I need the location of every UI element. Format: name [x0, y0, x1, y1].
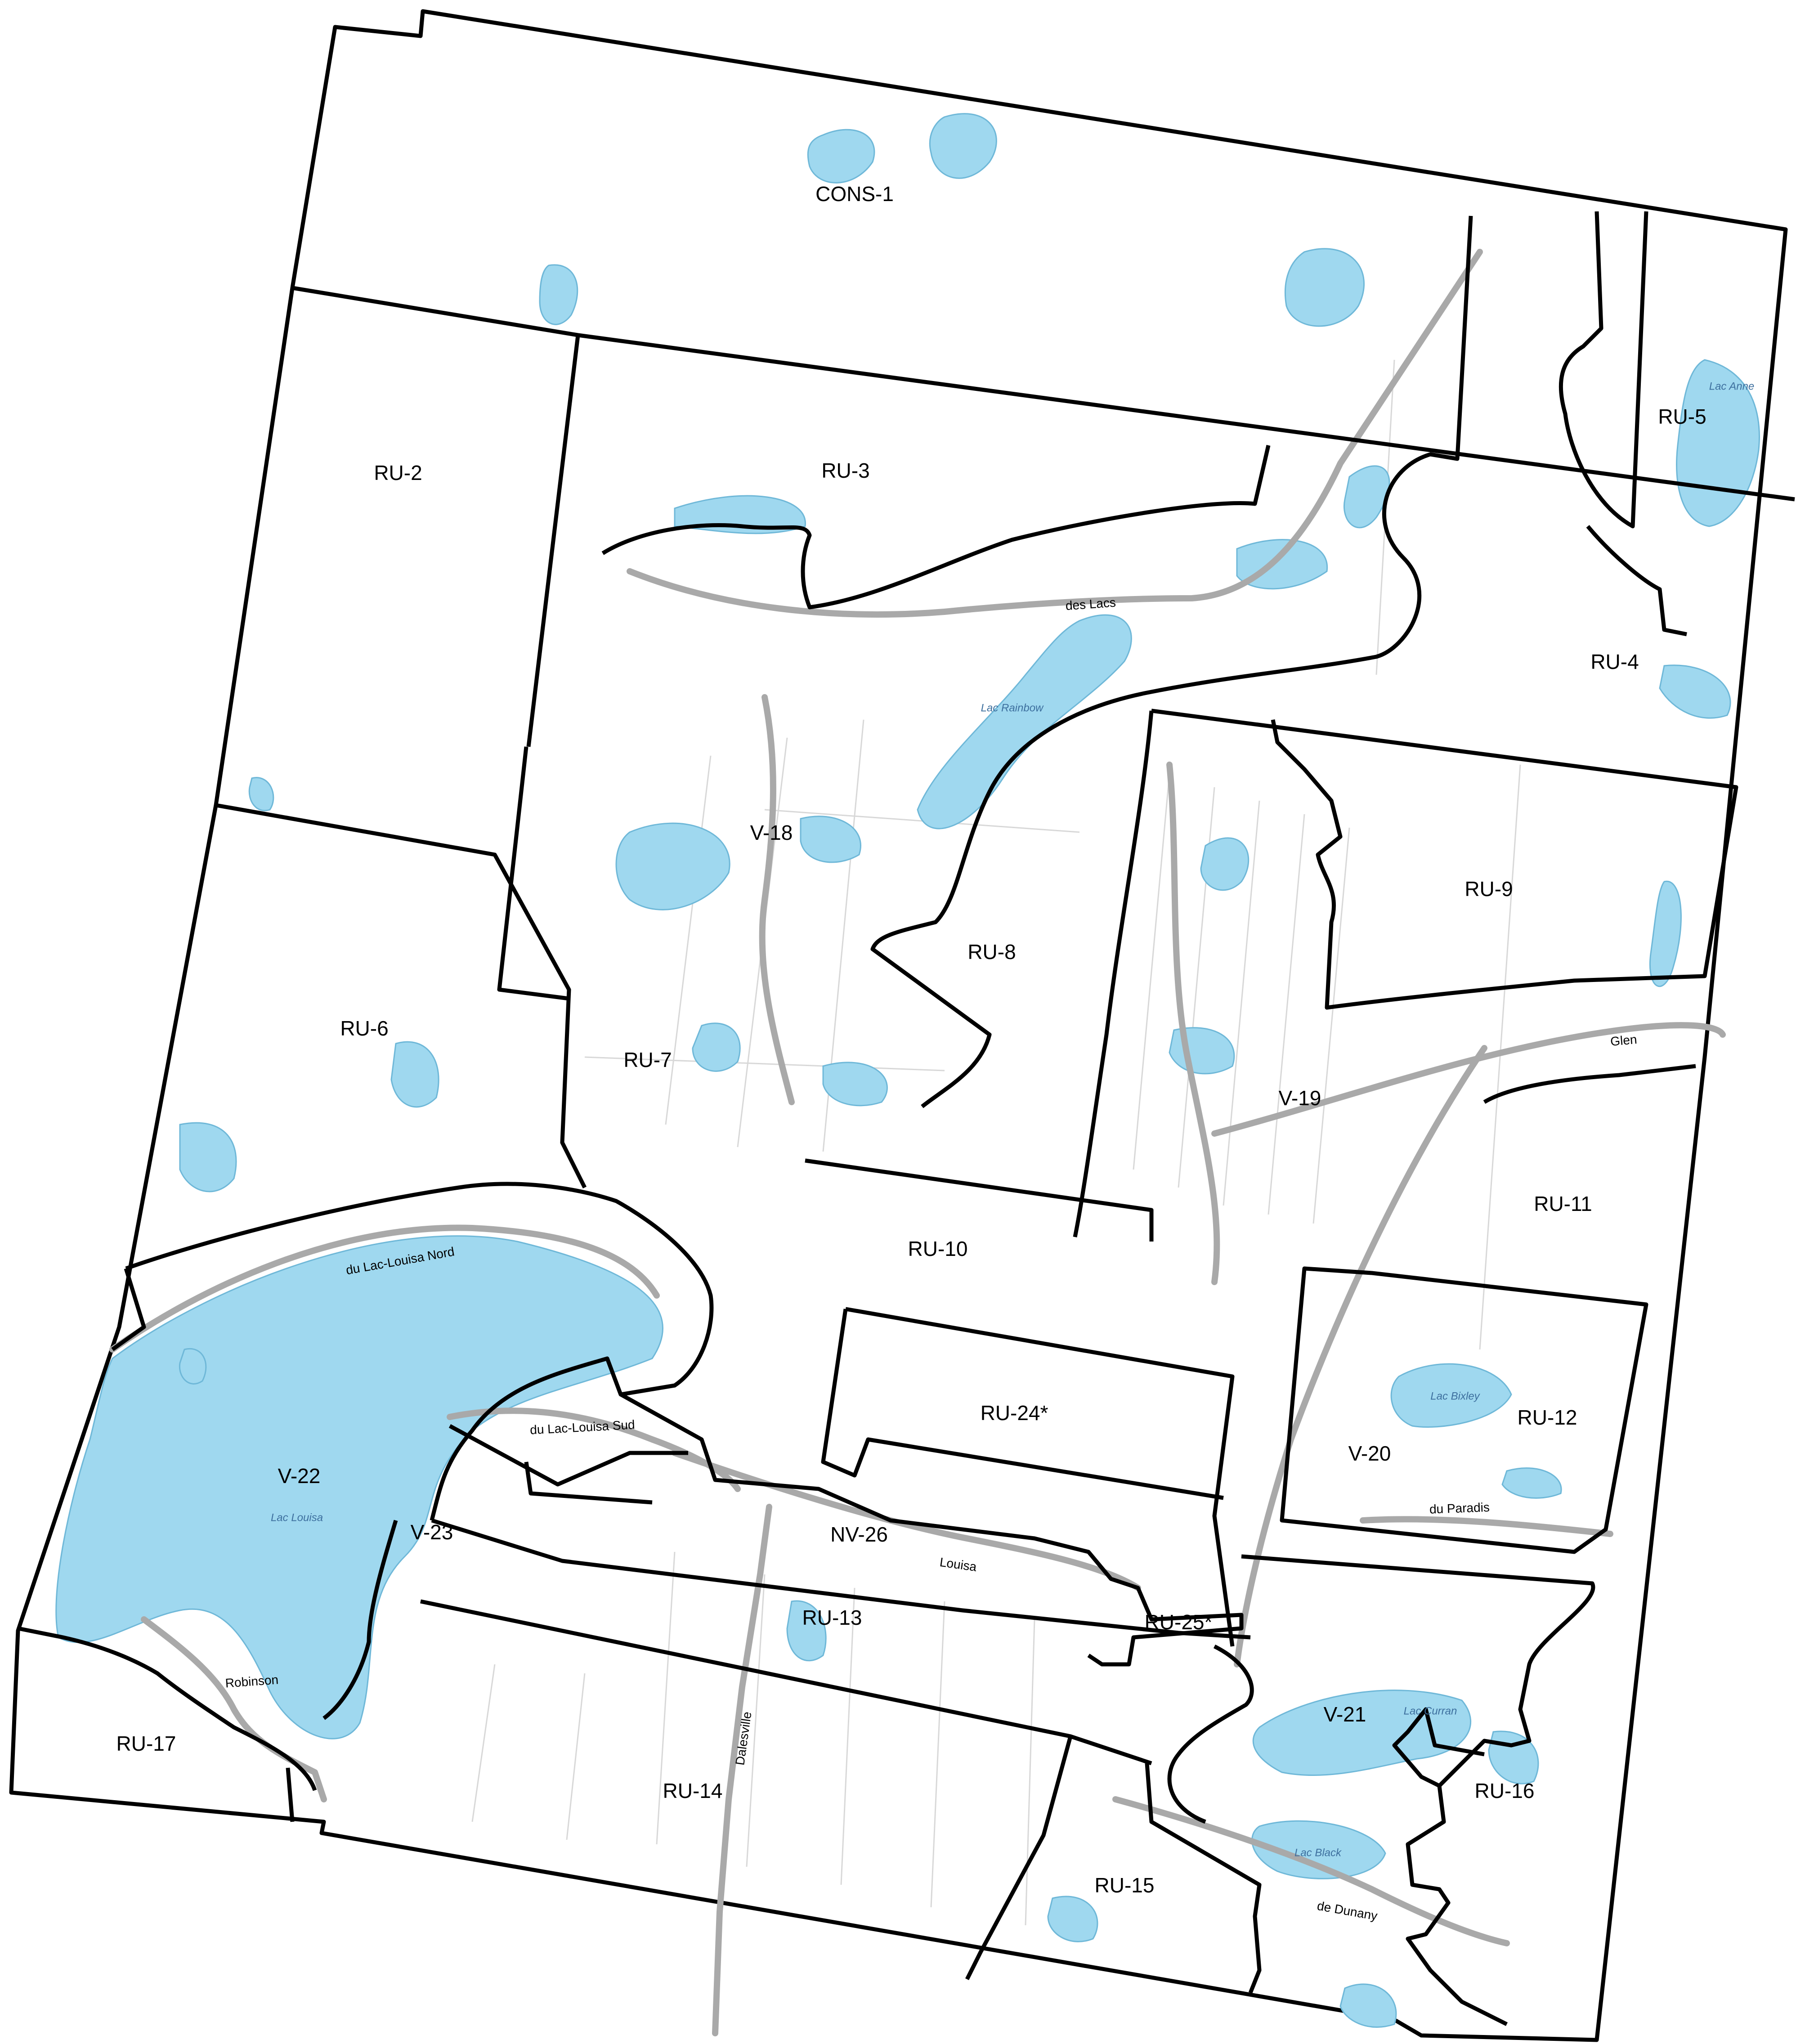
zone-ru-25[interactable]: RU-25*: [1145, 1610, 1213, 1634]
lac-black: [1251, 1820, 1386, 1879]
zone-ru-9[interactable]: RU-9: [1465, 877, 1513, 901]
zone-cons-1[interactable]: CONS-1: [815, 182, 894, 206]
zone-ru-14[interactable]: RU-14: [663, 1779, 723, 1802]
zone-ru-7[interactable]: RU-7: [623, 1048, 672, 1071]
lake-ru7: [692, 1022, 741, 1072]
lake-label-curran: Lac Curran: [1404, 1705, 1457, 1717]
lake-cons1-a: [807, 129, 875, 184]
lake-ru4: [1659, 664, 1731, 719]
lake-ru6: [390, 1041, 439, 1108]
lake-label-rainbow: Lac Rainbow: [981, 702, 1044, 714]
zone-ru-4[interactable]: RU-4: [1590, 650, 1639, 673]
lake-cons1-d: [1284, 248, 1365, 327]
zone-ru-15[interactable]: RU-15: [1095, 1874, 1155, 1897]
lake-label-louise: Lac Louisa: [271, 1511, 323, 1524]
lake-label-anne: Lac Anne: [1709, 380, 1755, 392]
lake-v21-south: [1339, 1983, 1397, 2028]
road-label-paradis: du Paradis: [1429, 1500, 1490, 1516]
lake-cons1-b: [929, 113, 997, 179]
lake-v18-b: [800, 816, 861, 863]
road-louisa: [672, 1450, 1141, 1591]
lake-cons1-c: [539, 264, 578, 325]
zone-ru-6[interactable]: RU-6: [340, 1017, 388, 1040]
road-dunany: [1112, 1796, 1510, 1946]
road-label-glen: Glen: [1610, 1032, 1638, 1049]
lake-ru6-b: [179, 1122, 237, 1192]
zone-v-18[interactable]: V-18: [750, 821, 793, 844]
zone-v-21[interactable]: V-21: [1324, 1703, 1366, 1726]
zone-ru-2[interactable]: RU-2: [374, 461, 422, 484]
lake-v18: [615, 822, 730, 910]
zone-ru-13[interactable]: RU-13: [802, 1606, 862, 1629]
zone-v-22[interactable]: V-22: [278, 1464, 321, 1488]
zone-ru-3[interactable]: RU-3: [821, 459, 869, 482]
road-v19: [1166, 762, 1220, 1285]
lake-v19-b: [1200, 837, 1250, 891]
road-glen-south: [1234, 1045, 1487, 1667]
lake-ru2: [248, 777, 274, 811]
lac-louisa: [55, 1235, 663, 1739]
road-v18: [759, 694, 795, 1105]
lake-ru8: [822, 1062, 888, 1107]
zone-ru-16[interactable]: RU-16: [1475, 1779, 1535, 1802]
lake-v20: [1501, 1467, 1562, 1499]
zone-boundaries: [18, 211, 1795, 2026]
municipal-boundary: [9, 9, 1788, 2042]
zone-ru-12[interactable]: RU-12: [1518, 1406, 1577, 1429]
zone-ru-11[interactable]: RU-11: [1534, 1192, 1592, 1215]
lake-ru9: [1649, 880, 1682, 987]
lake-ru15: [1047, 1896, 1098, 1942]
lake-label-bixley: Lac Bixley: [1430, 1390, 1480, 1402]
road-glen: [1211, 1022, 1726, 1137]
lake-west-1: [179, 1348, 207, 1385]
zone-nv-26[interactable]: NV-26: [830, 1523, 888, 1546]
zone-v-23[interactable]: V-23: [411, 1520, 453, 1544]
lac-curran: [1252, 1690, 1471, 1776]
road-lac-louisa-sud: [447, 1407, 741, 1492]
lake-ru14: [786, 1600, 827, 1662]
road-dalesville: [712, 1504, 772, 2036]
road-lac-louisa-nord: [109, 1224, 660, 1353]
zone-ru-10[interactable]: RU-10: [908, 1237, 968, 1260]
lake-ru3-c: [1344, 465, 1390, 529]
zone-ru-17[interactable]: RU-17: [116, 1732, 176, 1755]
road-des-lacs: [627, 249, 1483, 618]
zone-v-19[interactable]: V-19: [1279, 1086, 1321, 1110]
zone-ru-8[interactable]: RU-8: [967, 940, 1016, 964]
water-bodies: [55, 113, 1760, 2028]
lake-label-black: Lac Black: [1294, 1847, 1342, 1859]
zone-labels: CONS-1 RU-2 RU-3 RU-4 RU-5 RU-6 RU-7 RU-…: [116, 182, 1706, 1897]
lake-labels: Lac Anne Lac Rainbow Lac Bixley Lac Loui…: [271, 380, 1754, 1859]
road-paradis: [1360, 1516, 1613, 1537]
road-network: [109, 249, 1726, 2036]
lac-rainbow: [917, 614, 1132, 829]
lac-bixley: [1390, 1363, 1512, 1428]
zone-ru-24[interactable]: RU-24*: [981, 1401, 1048, 1425]
zone-v-20[interactable]: V-20: [1348, 1442, 1391, 1465]
zone-ru-5[interactable]: RU-5: [1658, 405, 1706, 428]
